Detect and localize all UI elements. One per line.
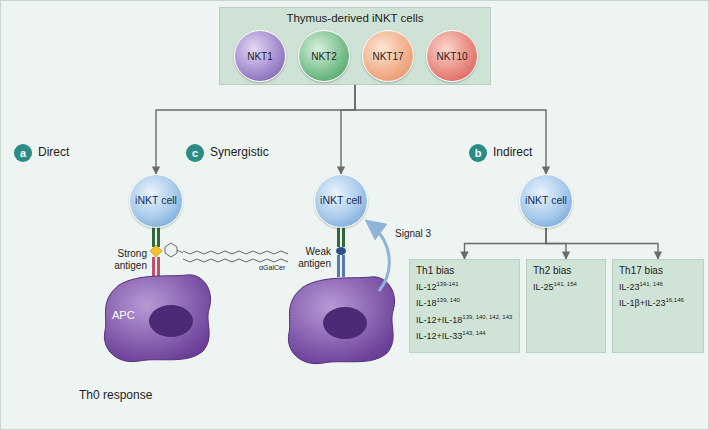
cytokine-name: IL-25 xyxy=(533,282,554,292)
annotation-label: Weak antigen xyxy=(273,246,331,269)
annotation-label: Th0 response xyxy=(79,389,189,403)
branch-connector xyxy=(156,85,355,174)
cytokine-line: IL-12+IL-18139, 140, 142, 143 xyxy=(416,315,513,326)
cytokine-box: Th1 biasIL-12139-141IL-18139, 140IL-12+I… xyxy=(409,259,520,353)
panel-heading: Thymus-derived iNKT cells xyxy=(220,12,490,24)
annotation-label: Strong antigen xyxy=(89,248,147,271)
tcr-strong-antigen xyxy=(150,223,162,279)
cytokine-name: IL-1β+IL-23 xyxy=(619,298,665,308)
cytokine-line: IL-1β+IL-2316,146 xyxy=(619,298,697,309)
branch-connector xyxy=(465,228,547,259)
inkt-cell: iNKT cell xyxy=(129,174,183,228)
reference-number: 141, 154 xyxy=(554,281,577,287)
reference-number: 139, 140, 142, 143 xyxy=(462,314,512,320)
reference-number: 139-141 xyxy=(437,281,459,287)
cell-label: NKT17 xyxy=(372,51,403,62)
cytokine-box: Th2 biasIL-25141, 154 xyxy=(526,259,606,353)
tcr-weak-antigen xyxy=(336,223,346,277)
cell-label: NKT2 xyxy=(311,51,337,62)
route-heading: Indirect xyxy=(493,145,532,159)
cytokine-line: IL-23141, 146 xyxy=(619,282,697,293)
route-heading: Direct xyxy=(38,145,69,159)
cell-label: NKT1 xyxy=(247,51,273,62)
route-badge: bIndirect xyxy=(469,144,487,162)
branch-connector xyxy=(355,85,546,174)
bias-heading: Th17 bias xyxy=(619,265,697,276)
panel-letter: c xyxy=(192,148,198,159)
panel-letter: a xyxy=(20,148,26,159)
apc-cell: APC xyxy=(99,271,217,363)
cytokine-line: IL-12+IL-33143, 144 xyxy=(416,331,513,342)
route-badge: aDirect xyxy=(14,144,32,162)
cell-label: NKT10 xyxy=(436,51,467,62)
branch-connector xyxy=(546,228,658,259)
signal-arrow xyxy=(368,222,389,291)
cell-label: iNKT cell xyxy=(135,195,177,207)
reference-number: 143, 144 xyxy=(462,330,485,336)
reference-number: 141, 146 xyxy=(640,281,663,287)
reference-number: 139, 140 xyxy=(437,297,460,303)
subset-cell: NKT10 xyxy=(426,30,478,82)
annotation-label: αGalCer xyxy=(259,264,299,272)
cytokine-name: IL-23 xyxy=(619,282,640,292)
cytokine-line: IL-18139, 140 xyxy=(416,298,513,309)
cytokine-line: IL-25141, 154 xyxy=(533,282,599,293)
cell-label: iNKT cell xyxy=(525,195,567,207)
reference-number: 16,146 xyxy=(665,297,683,303)
cytokine-name: IL-12 xyxy=(416,282,437,292)
cytokine-name: IL-12+IL-33 xyxy=(416,331,462,341)
subset-cell: NKT2 xyxy=(298,30,350,82)
galcer-molecule xyxy=(165,243,288,262)
bias-heading: Th1 bias xyxy=(416,265,513,276)
cell-label: iNKT cell xyxy=(320,195,362,207)
annotation-label: Signal 3 xyxy=(395,228,445,240)
cytokine-name: IL-18 xyxy=(416,298,437,308)
cytokine-line: IL-12139-141 xyxy=(416,282,513,293)
subset-cell: NKT17 xyxy=(362,30,414,82)
branch-connector xyxy=(341,85,355,174)
route-heading: Synergistic xyxy=(210,145,269,159)
cytokine-name: IL-12+IL-18 xyxy=(416,315,462,325)
panel-letter: b xyxy=(475,148,482,159)
inkt-cell: iNKT cell xyxy=(314,174,368,228)
subset-cell: NKT1 xyxy=(234,30,286,82)
bias-heading: Th2 bias xyxy=(533,265,599,276)
cytokine-box: Th17 biasIL-23141, 146IL-1β+IL-2316,146 xyxy=(612,259,704,353)
cell-label: APC xyxy=(112,309,135,321)
route-badge: cSynergistic xyxy=(186,144,204,162)
inkt-cell: iNKT cell xyxy=(519,174,573,228)
subset-panel: Thymus-derived iNKT cellsNKT1 NKT2 NKT17 NK… xyxy=(219,7,491,85)
